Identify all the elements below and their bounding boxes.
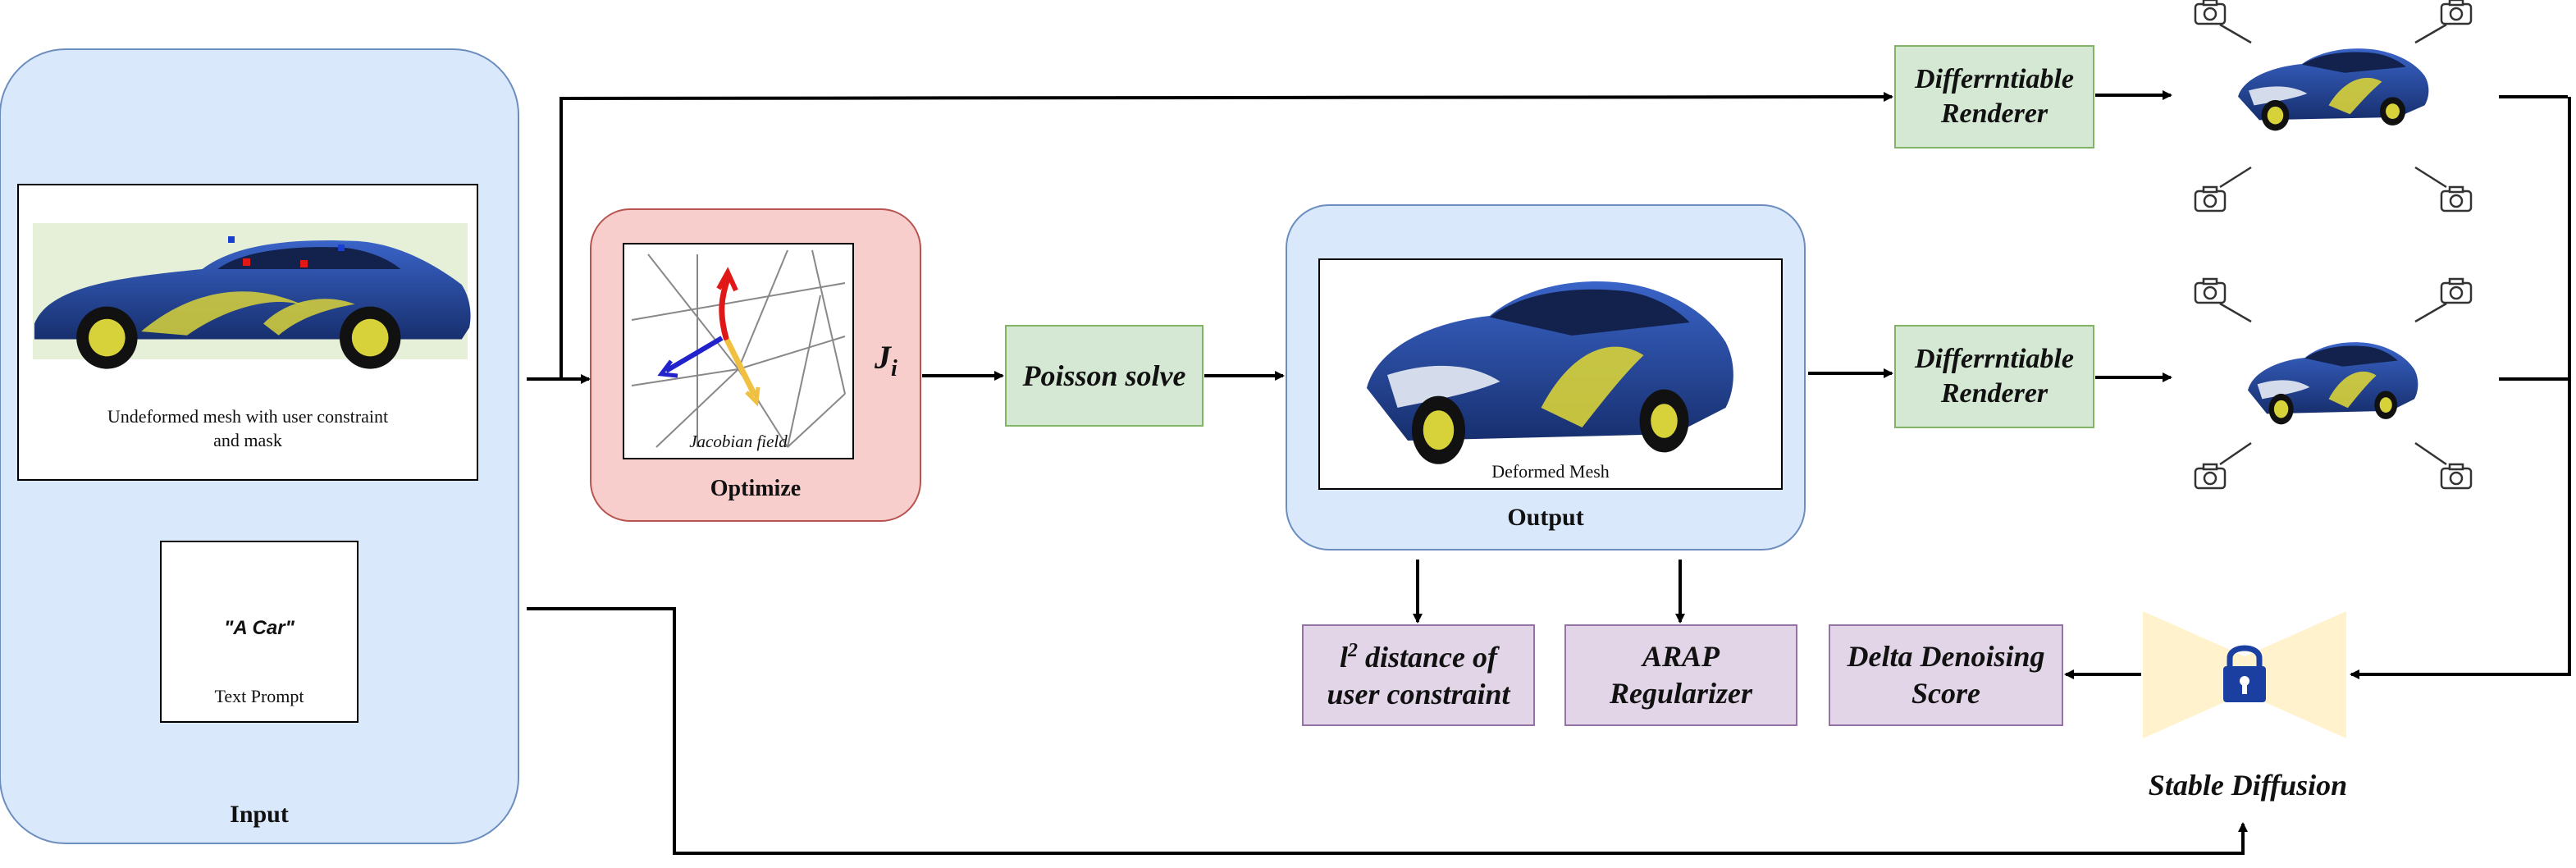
arap-line2: Regularizer [1609,677,1753,710]
arap-label: ARAP Regularizer [1565,625,1797,725]
constraint-target [243,258,250,266]
jacobian-field-caption: Jacobian field [689,432,788,451]
l2-constraint-box [1302,624,1535,726]
line-right-vertical [2350,97,2571,679]
dds-line2: Score [1911,677,1980,710]
deformed-mesh-caption: Deformed Mesh [1491,461,1610,482]
dds-box [1829,624,2063,726]
camera-icon [2194,0,2227,25]
render-views-top [2194,0,2473,212]
l2-constraint-label: l2 distance of user constraint [1303,625,1534,725]
render-car-bottom [2248,342,2418,425]
jacobian-symbol: Ji [875,338,897,382]
renderer-top-line1: Differrntiable [1915,63,2074,94]
camera-icon [2194,185,2227,212]
jacobian-arrow-blue [665,336,724,373]
optimize-title: Optimize [710,476,802,501]
render-car-top [2238,48,2429,131]
l2-sup: 2 [1348,639,1359,661]
l2-line1: l2 distance of [1340,638,1497,676]
jacobian-arrow-blue-head [657,359,678,378]
constraint-handle [228,236,235,243]
render-views-bottom [2194,277,2473,490]
prompt-text: "A Car" [224,617,295,639]
l2-base: l [1340,640,1349,674]
mesh-caption: Undeformed mesh with user constraint and… [18,405,477,452]
dds-label: Delta Denoising Score [1829,625,2062,725]
arrow-prompt-to-diffusion [527,607,2248,855]
renderer-bottom-label: Differrntiable Renderer [1895,326,2094,427]
camera-icon [2440,0,2473,25]
l2-line1-rest: distance of [1358,640,1497,674]
dds-line1: Delta Denoising [1847,640,2045,673]
poisson-solve-box [1005,325,1204,427]
mesh-caption-line2: and mask [213,429,282,450]
jacobian-arrow-red-head [716,267,738,292]
renderer-bottom-line1: Differrntiable [1915,343,2074,374]
renderer-box-bottom [1894,325,2094,428]
jacobian-mesh-lines [631,249,846,448]
jacobian-symbol-sub: i [891,356,897,381]
lock-icon [2223,645,2266,702]
text-prompt-frame [160,541,359,723]
constraint-handle [338,244,345,251]
camera-icon [2440,185,2473,212]
stable-diffusion-label: Stable Diffusion [2148,769,2348,802]
prompt-caption: Text Prompt [214,686,304,706]
stable-diffusion-waist [2143,611,2346,738]
constraint-target [300,260,308,267]
renderer-top-line2: Renderer [1940,98,2048,129]
input-title: Input [230,801,289,828]
l2-line2: user constraint [1327,677,1510,710]
arap-line1: ARAP [1642,640,1720,673]
poisson-solve-label: Poisson solve [1022,359,1186,392]
jacobian-arrow-yellow [724,338,758,397]
connectors [527,90,2571,855]
camera-icon [2440,277,2473,304]
camera-icon [2194,463,2227,490]
renderer-box-top [1894,45,2094,148]
jacobian-arrow-yellow-head [745,386,760,407]
camera-icon [2194,277,2227,304]
arap-box [1564,624,1797,726]
mesh-caption-line1: Undeformed mesh with user constraint [107,406,389,427]
renderer-top-label: Differrntiable Renderer [1895,46,2094,148]
jacobian-arrow-red [719,276,731,341]
output-title: Output [1507,504,1584,531]
jacobian-symbol-main: J [875,339,891,376]
renderer-bottom-line2: Renderer [1940,378,2048,409]
arrow-input-to-renderer-top [560,92,1893,379]
camera-icon [2440,463,2473,490]
